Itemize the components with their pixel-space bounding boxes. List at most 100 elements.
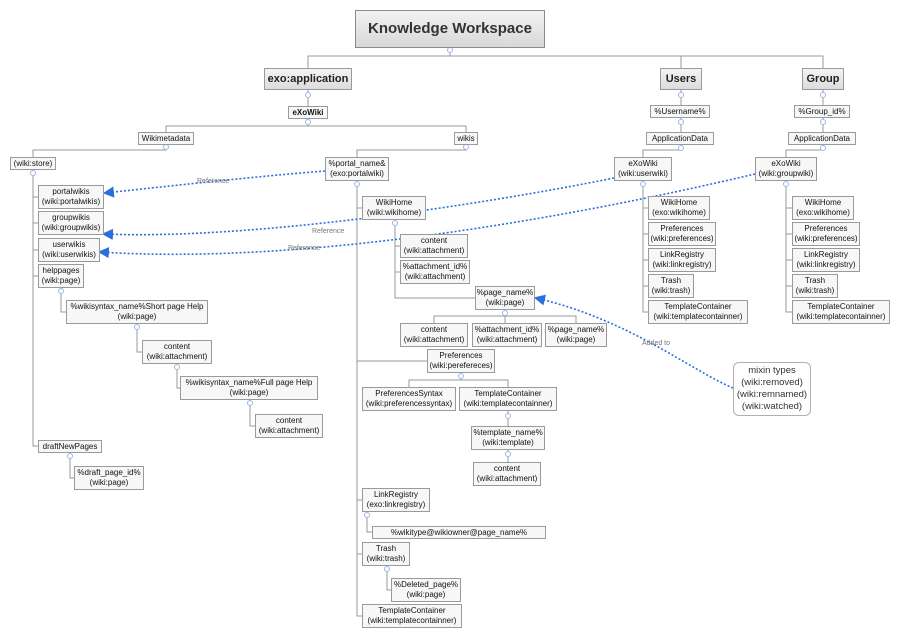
topic-users-template[interactable]: TemplateContainer(wiki:templatecontainne… bbox=[648, 300, 748, 324]
topic-deleted-page[interactable]: %Deleted_page%(wiki:page) bbox=[391, 578, 461, 602]
collapse-toggle-icon[interactable] bbox=[678, 92, 684, 98]
collapse-toggle-icon[interactable] bbox=[174, 364, 180, 370]
connector-line bbox=[505, 315, 577, 323]
topic-preferences-syntax[interactable]: PreferencesSyntax(wiki:preferencessyntax… bbox=[362, 387, 456, 411]
collapse-toggle-icon[interactable] bbox=[820, 145, 826, 151]
topic-page-attachment-id[interactable]: %attachment_id%(wiki:attachment) bbox=[472, 323, 542, 347]
topic-users-linkregistry[interactable]: LinkRegistry(wiki:linkregistry) bbox=[648, 248, 716, 272]
topic-users-preferences[interactable]: Preferences(wiki:preferences) bbox=[648, 222, 716, 246]
topic-trash[interactable]: Trash(wiki:trash) bbox=[362, 542, 410, 566]
topic-wikihome[interactable]: WikiHome(wiki:wikihome) bbox=[362, 196, 426, 220]
topic-users-appdata[interactable]: ApplicationData bbox=[646, 132, 714, 145]
connector-line bbox=[32, 145, 167, 157]
topic-template-container-2[interactable]: TemplateContainer(wiki:templatecontainne… bbox=[362, 604, 462, 628]
topic-group-id[interactable]: %Group_id% bbox=[794, 105, 850, 118]
topic-full-page-help-type: (wiki:page) bbox=[229, 388, 269, 397]
collapse-toggle-icon[interactable] bbox=[505, 451, 511, 457]
topic-short-content[interactable]: content(wiki:attachment) bbox=[142, 340, 212, 364]
topic-template-container-2-label: TemplateContainer bbox=[378, 606, 446, 615]
relation-reference-groupwikis[interactable] bbox=[101, 177, 615, 240]
topic-userwikis[interactable]: userwikis(wiki:userwikis) bbox=[38, 238, 100, 262]
collapse-toggle-icon[interactable] bbox=[305, 92, 311, 98]
topic-wikitype[interactable]: %wikitype@wikiowner@page_name% bbox=[372, 526, 546, 539]
collapse-toggle-icon[interactable] bbox=[58, 288, 64, 294]
connector-line bbox=[433, 310, 506, 323]
collapse-toggle-icon[interactable] bbox=[820, 119, 826, 125]
topic-wikihome-attachment-id[interactable]: %attachment_id%(wiki:attachment) bbox=[400, 260, 470, 284]
topic-page-content[interactable]: content(wiki:attachment) bbox=[400, 323, 468, 347]
topic-wiki-store[interactable]: (wiki:store) bbox=[10, 157, 56, 170]
topic-page-subpage-label: %page_name% bbox=[547, 325, 605, 334]
topic-group-trash[interactable]: Trash(wiki:trash) bbox=[792, 274, 838, 298]
topic-short-page-help[interactable]: %wikisyntax_name%Short page Help(wiki:pa… bbox=[66, 300, 208, 324]
collapse-toggle-icon[interactable] bbox=[820, 92, 826, 98]
floating-topic-mixin-types[interactable]: mixin types(wiki:removed)(wiki:remnamed)… bbox=[733, 362, 811, 416]
topic-full-content[interactable]: content(wiki:attachment) bbox=[255, 414, 323, 438]
topic-full-page-help[interactable]: %wikisyntax_name%Full page Help(wiki:pag… bbox=[180, 376, 318, 400]
topic-exo-application[interactable]: exo:application bbox=[264, 68, 352, 90]
topic-draft-new-pages[interactable]: draftNewPages bbox=[38, 440, 102, 453]
collapse-toggle-icon[interactable] bbox=[640, 181, 646, 187]
collapse-toggle-icon[interactable] bbox=[505, 413, 511, 419]
topic-users-exowiki-type: (wiki:userwiki) bbox=[618, 169, 668, 178]
relation-reference-portalwikis[interactable] bbox=[102, 170, 326, 198]
relation-reference-userwikis[interactable] bbox=[97, 173, 756, 259]
topic-page-name[interactable]: %page_name%(wiki:page) bbox=[475, 286, 535, 310]
topic-group-linkregistry[interactable]: LinkRegistry(wiki:linkregistry) bbox=[792, 248, 860, 272]
topic-portal-name[interactable]: %portal_name&(exo:portalwiki) bbox=[325, 157, 389, 181]
collapse-toggle-icon[interactable] bbox=[463, 144, 469, 150]
connector-line bbox=[450, 55, 682, 68]
topic-template-container-2-type: (wiki:templatecontainner) bbox=[367, 616, 457, 625]
topic-wikihome-content[interactable]: content(wiki:attachment) bbox=[400, 234, 468, 258]
topic-template-container[interactable]: TemplateContainer(wiki:templatecontainne… bbox=[459, 387, 557, 411]
topic-users[interactable]: Users bbox=[660, 68, 702, 90]
collapse-toggle-icon[interactable] bbox=[458, 373, 464, 379]
topic-users-exowiki[interactable]: eXoWiki(wiki:userwiki) bbox=[614, 157, 672, 181]
mixin-renamed: (wiki:remnamed) bbox=[736, 389, 808, 400]
connector-line bbox=[366, 512, 372, 533]
topic-group-wikihome[interactable]: WikiHome(exo:wikihome) bbox=[792, 196, 854, 220]
collapse-toggle-icon[interactable] bbox=[30, 170, 36, 176]
collapse-toggle-icon[interactable] bbox=[384, 566, 390, 572]
topic-exowiki[interactable]: eXoWiki bbox=[288, 106, 328, 119]
collapse-toggle-icon[interactable] bbox=[678, 119, 684, 125]
topic-groupwikis[interactable]: groupwikis(wiki:groupwikis) bbox=[38, 211, 104, 235]
topic-template-name[interactable]: %template_name%(wiki:template) bbox=[471, 426, 545, 450]
topic-group-exowiki[interactable]: eXoWiki(wiki:groupwiki) bbox=[755, 157, 817, 181]
topic-link-registry[interactable]: LinkRegistry(exo:linkregistry) bbox=[362, 488, 430, 512]
topic-page-subpage[interactable]: %page_name%(wiki:page) bbox=[545, 323, 607, 347]
topic-users-wikihome[interactable]: WikiHome(exo:wikihome) bbox=[648, 196, 710, 220]
topic-helppages[interactable]: helppages(wiki:page) bbox=[38, 264, 84, 288]
topic-users-preferences-label: Preferences bbox=[660, 224, 704, 233]
topic-group-template[interactable]: TemplateContainer(wiki:templatecontainne… bbox=[792, 300, 890, 324]
topic-preferences[interactable]: Preferences(wiki:perefereces) bbox=[427, 349, 495, 373]
collapse-toggle-icon[interactable] bbox=[364, 512, 370, 518]
collapse-toggle-icon[interactable] bbox=[783, 181, 789, 187]
topic-group-appdata[interactable]: ApplicationData bbox=[788, 132, 856, 145]
root-topic[interactable]: Knowledge Workspace bbox=[355, 10, 545, 48]
collapse-toggle-icon[interactable] bbox=[163, 144, 169, 150]
topic-users-trash[interactable]: Trash(wiki:trash) bbox=[648, 274, 694, 298]
collapse-toggle-icon[interactable] bbox=[134, 324, 140, 330]
collapse-toggle-icon[interactable] bbox=[678, 145, 684, 151]
topic-portalwikis[interactable]: portalwikis(wiki:portalwikis) bbox=[38, 185, 104, 209]
topic-username[interactable]: %Username% bbox=[650, 105, 710, 118]
topic-wikimetadata[interactable]: Wikimetadata bbox=[138, 132, 194, 145]
topic-wikis[interactable]: wikis bbox=[454, 132, 478, 145]
topic-group[interactable]: Group bbox=[802, 68, 844, 90]
collapse-toggle-icon[interactable] bbox=[354, 181, 360, 187]
collapse-toggle-icon[interactable] bbox=[392, 220, 398, 226]
collapse-toggle-icon[interactable] bbox=[67, 453, 73, 459]
topic-short-content-label: content bbox=[163, 342, 191, 351]
topic-group-id-label: %Group_id% bbox=[798, 106, 846, 116]
connector-line bbox=[681, 55, 824, 68]
topic-users-label: Users bbox=[665, 73, 697, 85]
topic-group-preferences[interactable]: Preferences(wiki:preferences) bbox=[792, 222, 860, 246]
collapse-toggle-icon[interactable] bbox=[305, 119, 311, 125]
topic-draft-page-id[interactable]: %draft_page_id%(wiki:page) bbox=[74, 466, 144, 490]
topic-wikihome-content-label: content bbox=[420, 236, 448, 245]
collapse-toggle-icon[interactable] bbox=[447, 47, 453, 53]
collapse-toggle-icon[interactable] bbox=[247, 400, 253, 406]
collapse-toggle-icon[interactable] bbox=[502, 310, 508, 316]
topic-template-content[interactable]: content(wiki:attachment) bbox=[473, 462, 541, 486]
